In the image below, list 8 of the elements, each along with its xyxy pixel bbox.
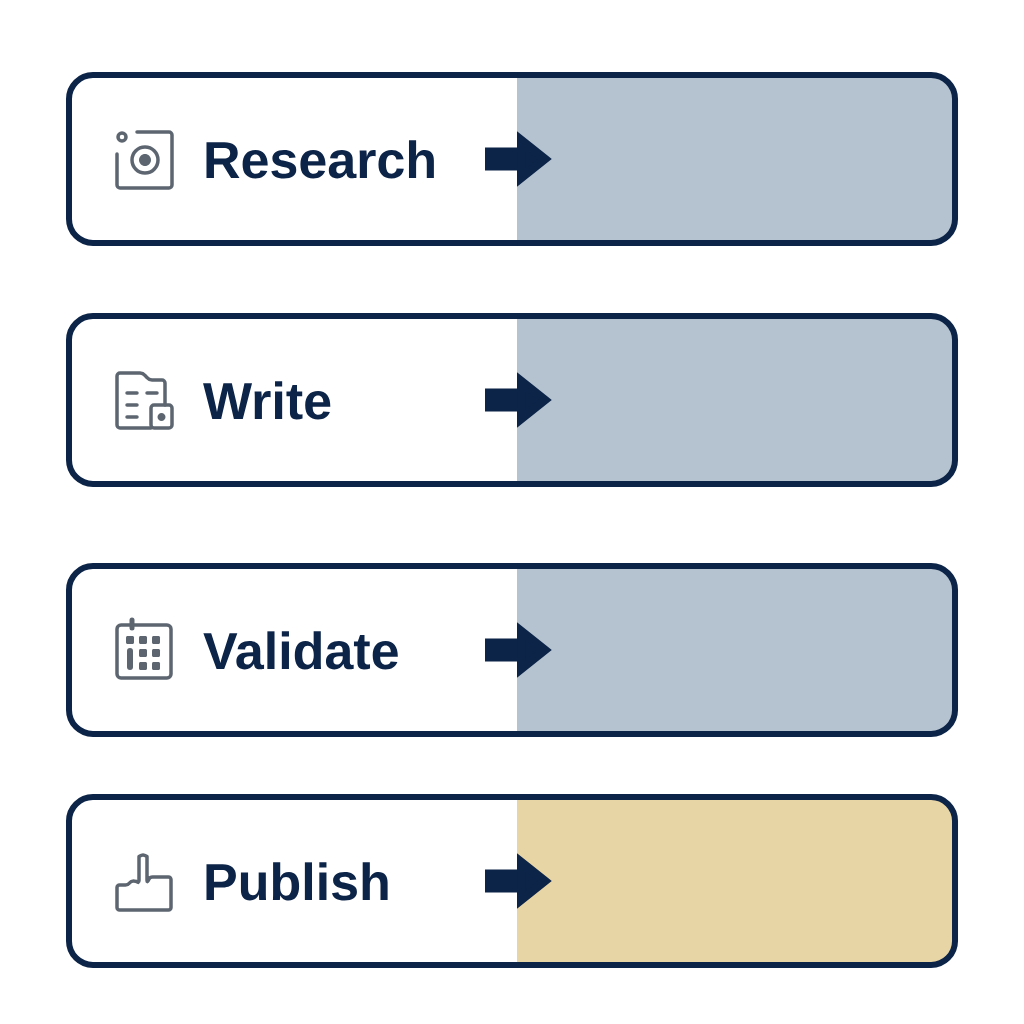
content-panel	[517, 72, 958, 246]
content-panel	[517, 794, 958, 968]
content-panel	[517, 313, 958, 487]
step-label: Research	[206, 140, 434, 179]
step-label: Publish	[206, 862, 388, 901]
step-label: Validate	[203, 631, 398, 670]
content-panel	[517, 563, 958, 737]
step-label: Write	[203, 381, 331, 420]
